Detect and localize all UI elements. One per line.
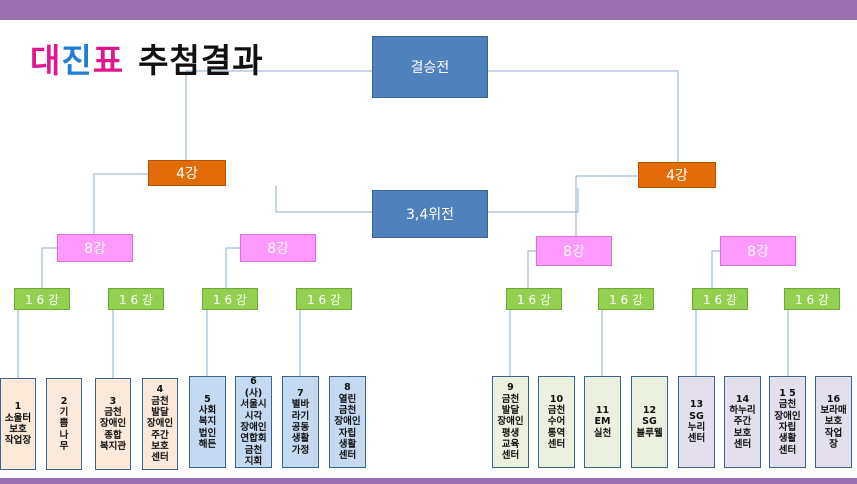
team-box-8: 8 열린 금천 장애인 자립 생활 센터: [329, 376, 366, 468]
quarter-box-4: 8강: [720, 236, 796, 266]
connector-q3: [527, 250, 536, 288]
team-label: 6 (사) 서울시 시각 장애인 연합회 금천 지회: [240, 376, 267, 468]
team-box-10: 10 금천 수어 통역 센터: [538, 376, 575, 468]
quarter-box-2: 8강: [240, 234, 316, 262]
team-label: 12 SG 블루웰: [636, 404, 663, 439]
r16-box-7: 1 6 강: [692, 288, 748, 310]
r16-box-2: 1 6 강: [108, 288, 164, 310]
team-label: 14 하누리 주간 보호 센터: [729, 393, 756, 451]
team-box-6: 6 (사) 서울시 시각 장애인 연합회 금천 지회: [235, 376, 272, 468]
r16-box-1: 1 6 강: [14, 288, 70, 310]
connector-third-left: [275, 186, 372, 213]
team-label: 8 열린 금천 장애인 자립 생활 센터: [334, 382, 361, 462]
title-part-4: 추첨결과: [138, 41, 264, 80]
team-box-3: 3 금천 장애인 종합 복지관: [95, 378, 131, 470]
team-label: 4 금천 발달 장애인 주간 보호 센터: [146, 384, 174, 464]
semi-box-1: 4강: [148, 160, 226, 186]
connector-q2: [225, 247, 240, 288]
final-box: 결승전: [372, 36, 488, 98]
r16-box-5: 1 6 강: [506, 288, 562, 310]
team-box-14: 14 하누리 주간 보호 센터: [724, 376, 761, 468]
bottom-band: [0, 478, 857, 484]
r16-box-3: 1 6 강: [202, 288, 258, 310]
title-part-2: 진: [61, 41, 93, 80]
connector-semi2: [575, 175, 638, 236]
connector-final-right: [488, 70, 679, 162]
connector-q4: [711, 250, 720, 288]
team-label: 5 사회 복지 법인 해든: [198, 393, 217, 451]
quarter-box-1: 8강: [57, 234, 133, 262]
r16-box-4: 1 6 강: [296, 288, 352, 310]
semi-box-2: 4강: [638, 162, 716, 188]
team-label: 16 보라매 보호 작업 장: [820, 393, 847, 451]
r16-box-8: 1 6 강: [784, 288, 840, 310]
r16-box-6: 1 6 강: [598, 288, 654, 310]
page-title: 대진표 추첨결과: [30, 34, 264, 82]
team-box-15: 1 5 금천 장애인 자립 생활 센터: [769, 376, 806, 468]
team-label: 7 별바 라기 공동 생활 가정: [291, 387, 310, 456]
title-part-3: 표: [92, 41, 125, 80]
team-box-7: 7 별바 라기 공동 생활 가정: [282, 376, 319, 468]
team-label: 9 금천 발달 장애인 평생 교육 센터: [497, 382, 524, 462]
connector-semi1: [93, 173, 148, 234]
team-box-4: 4 금천 발달 장애인 주간 보호 센터: [142, 378, 178, 470]
connector-q1: [41, 247, 57, 300]
team-label: 3 금천 장애인 종합 복지관: [99, 395, 127, 453]
team-label: 1 5 금천 장애인 자립 생활 센터: [774, 387, 801, 456]
team-box-11: 11 EM 실천: [584, 376, 621, 468]
team-label: 2 기 쁨 나 무: [59, 395, 69, 453]
title-part-1: 대: [30, 41, 62, 80]
team-box-9: 9 금천 발달 장애인 평생 교육 센터: [492, 376, 529, 468]
team-label: 10 금천 수어 통역 센터: [547, 393, 566, 451]
team-box-12: 12 SG 블루웰: [631, 376, 668, 468]
team-box-2: 2 기 쁨 나 무: [46, 378, 82, 470]
team-box-5: 5 사회 복지 법인 해든: [189, 376, 226, 468]
team-box-16: 16 보라매 보호 작업 장: [815, 376, 852, 468]
top-band: [0, 0, 857, 20]
connector-final-left: [185, 70, 372, 160]
connector-third-right: [488, 188, 579, 213]
team-label: 13 SG 누리 센터: [687, 399, 706, 445]
team-label: 11 EM 실천: [593, 404, 612, 439]
team-box-13: 13 SG 누리 센터: [678, 376, 715, 468]
team-label: 1 소울터 보호 작업장: [4, 401, 32, 447]
quarter-box-3: 8강: [536, 236, 612, 266]
team-box-1: 1 소울터 보호 작업장: [0, 378, 36, 470]
third-place-box: 3,4위전: [372, 190, 488, 238]
